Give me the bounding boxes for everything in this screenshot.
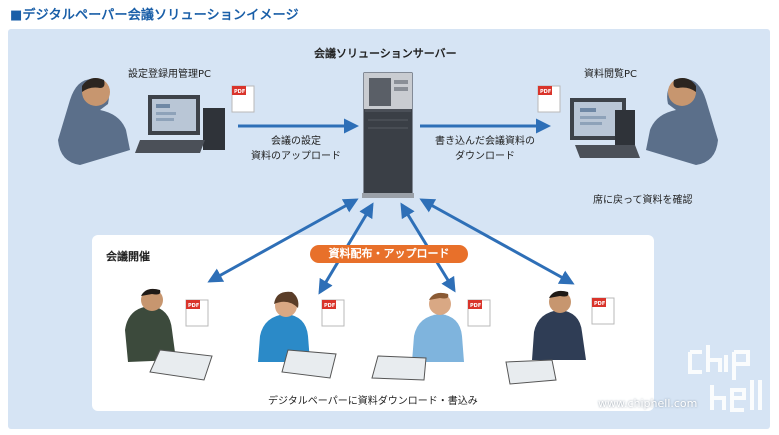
server-label: 会議ソリューションサーバー	[314, 47, 457, 60]
meeting-caption: デジタルペーパーに資料ダウンロード・書込み	[268, 396, 478, 407]
pdf-icon-label: PDF	[234, 89, 245, 95]
participant-1	[125, 288, 213, 381]
meeting-title: 会議開催	[106, 250, 150, 263]
pdf-icon-p3: PDF	[467, 299, 491, 327]
pdf-icon-label: PDF	[540, 89, 551, 95]
participant-2	[258, 291, 337, 379]
pdf-icon-admin: PDF	[231, 85, 255, 113]
participant-4	[505, 290, 586, 385]
upload-arrow-label: 会議の設定 資料のアップロード	[246, 134, 346, 164]
viewer-pc-caption: 席に戻って資料を確認	[593, 195, 693, 206]
watermark-site: www.chiphell.com	[598, 397, 698, 410]
server-tower	[362, 72, 414, 198]
upload-arrow-line1: 会議の設定	[271, 136, 321, 147]
pdf-icon-p1: PDF	[185, 299, 209, 327]
admin-pc-label: 設定登録用管理PC	[128, 69, 212, 80]
download-arrow-line1: 書き込んだ会議資料の	[435, 136, 535, 147]
meeting-badge: 資料配布・アップロード	[310, 245, 468, 263]
pdf-icon-label: PDF	[470, 303, 481, 309]
sync-arrow-4	[419, 198, 575, 285]
download-arrow-line2: ダウンロード	[455, 151, 515, 162]
pdf-icon-label: PDF	[594, 301, 605, 307]
pdf-icon-label: PDF	[188, 303, 199, 309]
viewer-pc-illustration	[570, 78, 718, 165]
page-title: ■デジタルペーパー会議ソリューションイメージ	[10, 8, 299, 23]
pdf-icon-p4: PDF	[591, 297, 615, 325]
participant-3	[371, 292, 464, 381]
pdf-icon-p2: PDF	[321, 299, 345, 327]
download-arrow-label: 書き込んだ会議資料の ダウンロード	[420, 134, 550, 164]
admin-pc-illustration	[58, 78, 225, 165]
chiphell-logo	[688, 345, 762, 412]
upload-arrow-line2: 資料のアップロード	[251, 151, 341, 162]
pdf-icon-viewer: PDF	[537, 85, 561, 113]
pdf-icon-label: PDF	[324, 303, 335, 309]
viewer-pc-label: 資料閲覧PC	[584, 69, 638, 80]
